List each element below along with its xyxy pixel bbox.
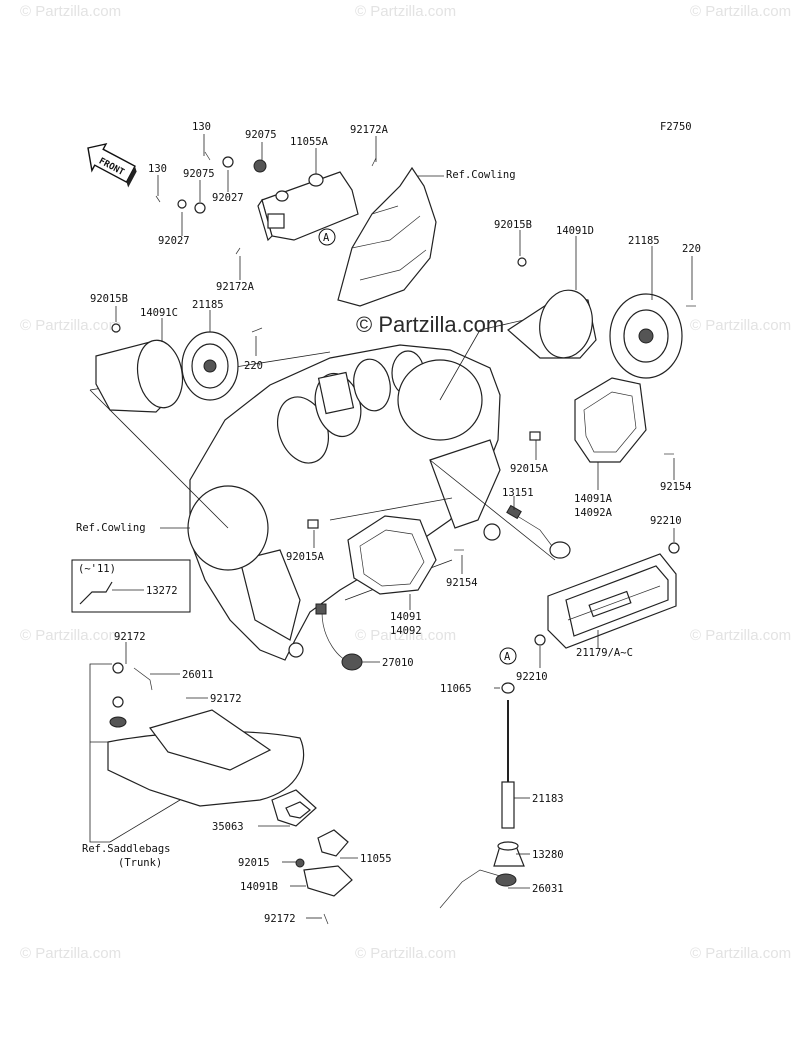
watermark: © Partzilla.com	[20, 945, 121, 962]
part-label: 92015	[238, 857, 270, 869]
part-label: 92075	[183, 168, 215, 180]
watermark-center: © Partzilla.com	[356, 312, 504, 337]
callout-a-top: A	[318, 228, 336, 246]
cowling-fragment	[337, 166, 437, 307]
part-label: 220	[682, 243, 701, 255]
part-label: 11065	[440, 683, 472, 695]
antenna-assembly	[439, 682, 525, 909]
ref-label: Ref.Cowling	[446, 169, 516, 181]
right-speaker-group	[507, 257, 696, 379]
svg-text:A: A	[504, 651, 511, 663]
watermark: © Partzilla.com	[690, 317, 791, 334]
part-label: 92172A	[350, 124, 389, 136]
part-label: 14091D	[556, 225, 594, 237]
part-label: 14092A	[574, 507, 613, 519]
part-label: 92015A	[286, 551, 325, 563]
part-label: 14091B	[240, 881, 278, 893]
part-label: 92027	[212, 192, 244, 204]
year-range-label: (~'11)	[78, 563, 116, 575]
part-label: 92172	[210, 693, 242, 705]
part-label: 14091C	[140, 307, 178, 319]
part-label: 92075	[245, 129, 277, 141]
part-label: 92027	[158, 235, 190, 247]
watermark: © Partzilla.com	[20, 317, 121, 334]
part-label: 21183	[532, 793, 564, 805]
part-label: 21179/A~C	[576, 647, 633, 659]
svg-text:A: A	[323, 232, 330, 244]
part-label: 26011	[182, 669, 214, 681]
part-label: 21185	[628, 235, 660, 247]
label-leaders	[112, 134, 693, 919]
part-label: 220	[244, 360, 263, 372]
watermark: © Partzilla.com	[20, 627, 121, 644]
part-label: 92172	[264, 913, 296, 925]
watermark: © Partzilla.com	[355, 945, 456, 962]
audio-unit	[534, 542, 680, 649]
watermark: © Partzilla.com	[355, 3, 456, 20]
part-label: 14091	[390, 611, 422, 623]
top-bracket-assembly	[155, 151, 377, 255]
watermark: © Partzilla.com	[690, 627, 791, 644]
left-speaker-group	[95, 323, 263, 413]
ref-label: Ref.Saddlebags	[82, 843, 171, 855]
part-label: 14092	[390, 625, 422, 637]
watermark: © Partzilla.com	[690, 3, 791, 20]
figure-code: F2750	[660, 121, 692, 133]
part-label: 92210	[516, 671, 548, 683]
watermarks: © Partzilla.com © Partzilla.com © Partzi…	[20, 3, 791, 962]
part-label: 92172	[114, 631, 146, 643]
year-range-box	[71, 559, 191, 613]
part-label: 130	[192, 121, 211, 133]
part-label: 92015A	[510, 463, 549, 475]
speaker-grill-left	[307, 515, 464, 595]
part-label: 130	[148, 163, 167, 175]
part-label: 92210	[650, 515, 682, 527]
watermark: © Partzilla.com	[20, 3, 121, 20]
part-label: 26031	[532, 883, 564, 895]
part-label: 35063	[212, 821, 244, 833]
part-label: 92015B	[494, 219, 532, 231]
part-label: 21185	[192, 299, 224, 311]
speaker-grill-right	[529, 377, 674, 463]
part-label: 14091A	[574, 493, 613, 505]
trunk-bracket-group	[89, 662, 353, 925]
part-label: 11055	[360, 853, 392, 865]
part-label: 11055A	[290, 136, 329, 148]
watermark: © Partzilla.com	[355, 627, 456, 644]
ref-label: (Trunk)	[118, 857, 162, 869]
part-labels: 130 92075 11055A 92172A Ref.Cowling 130 …	[76, 121, 701, 925]
callout-a-bottom: A	[499, 647, 517, 665]
power-socket	[506, 504, 571, 559]
watermark: © Partzilla.com	[690, 945, 791, 962]
part-label: 13151	[502, 487, 534, 499]
ref-label: Ref.Cowling	[76, 522, 146, 534]
part-label: 27010	[382, 657, 414, 669]
part-label: 92015B	[90, 293, 128, 305]
part-label: 92154	[660, 481, 692, 493]
part-label: 13272	[146, 585, 178, 597]
part-label: 13280	[532, 849, 564, 861]
part-label: 92154	[446, 577, 478, 589]
part-label: 92172A	[216, 281, 255, 293]
inner-fairing-panel	[187, 344, 501, 661]
front-arrow-icon: FRONT	[87, 142, 137, 188]
